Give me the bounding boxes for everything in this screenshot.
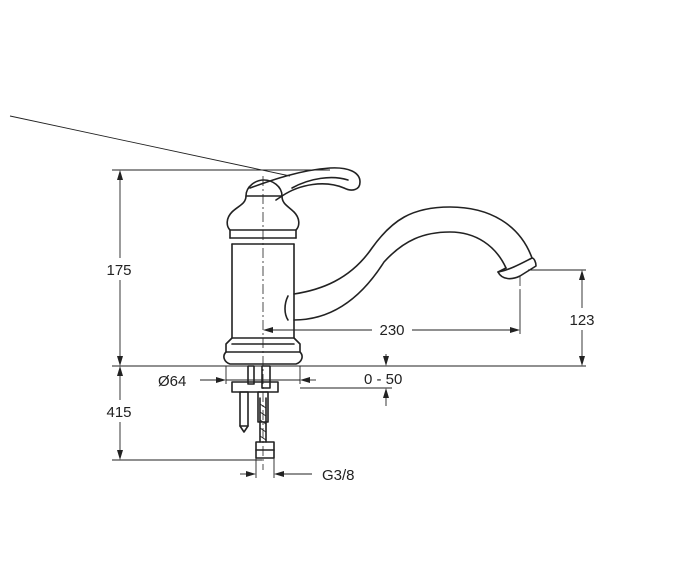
spout-height-label: 123 [569,312,594,329]
dimension-spout-reach: 230 [263,318,520,340]
spout-upper [293,206,533,295]
height-label: 175 [106,262,131,279]
supply-length-label: 415 [106,404,131,421]
connection-label: G3/8 [322,467,355,484]
lever-handle [249,167,361,201]
base-diameter-label: Ø64 [158,373,186,390]
dimension-supply-length: 415 [100,366,138,460]
cap-knob [245,179,283,197]
dimension-overall-height: 175 [100,170,138,366]
spout-lower [293,231,507,321]
dimension-base-diameter: Ø64 [158,373,316,390]
leader-line [9,115,291,177]
dimension-deck-thickness: 0 - 50 [300,354,402,406]
extension-lines [112,169,586,478]
faucet-outline [223,167,537,459]
spout-reach-label: 230 [379,322,404,339]
lever-handle-inner [291,176,349,189]
dimension-connection: G3/8 [240,467,355,484]
spout-nozzle [497,257,537,280]
dimension-spout-height: 123 [563,270,603,366]
deck-thickness-label: 0 - 50 [364,371,402,388]
